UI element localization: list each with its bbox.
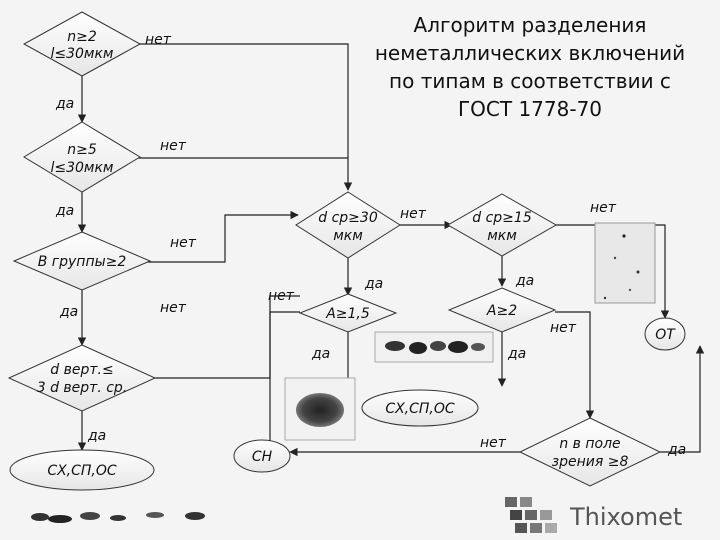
result-cn-label: СН xyxy=(252,449,273,465)
connectors xyxy=(77,43,705,457)
title-line-1: Алгоритм разделения xyxy=(414,13,647,37)
result-left-label: СХ,СП,ОС xyxy=(47,463,117,479)
slide-title: Алгоритм разделения неметаллических вклю… xyxy=(375,13,685,121)
edge-label-d3-no: нет xyxy=(170,235,197,251)
d9-line2: зрения ≥8 xyxy=(552,454,629,470)
edge-label-d7-no: нет xyxy=(268,288,295,304)
decision-a15 xyxy=(298,293,398,333)
thixomet-logo: Thixomet xyxy=(505,497,682,533)
edge-label-d1-yes: да xyxy=(55,96,74,112)
edge-label-d1-no: нет xyxy=(145,32,172,48)
decision-d-vert xyxy=(7,344,157,412)
edge-d9-yes xyxy=(660,345,705,453)
edge-label-d6-yes: да xyxy=(515,273,534,289)
d1-line2: l≤30мкм xyxy=(50,46,113,62)
result-ot xyxy=(644,317,686,351)
edge-label-d8-no: нет xyxy=(550,320,577,336)
edge-label-d6-no: нет xyxy=(590,200,617,216)
result-cn xyxy=(233,439,291,473)
edge-label-d4-yes: да xyxy=(87,428,106,444)
d8-line1: A≥2 xyxy=(486,303,517,319)
title-line-2: неметаллических включений xyxy=(375,41,685,65)
d5-line2: мкм xyxy=(333,228,363,244)
d4-line1: d верт.≤ xyxy=(50,362,113,378)
micrograph-images xyxy=(18,222,656,534)
decision-n-field xyxy=(518,417,662,487)
d2-line1: n≥5 xyxy=(67,142,97,158)
decision-nodes xyxy=(7,11,662,487)
edge-label-d7-yes: да xyxy=(311,346,330,362)
edge-label-d9-no: нет xyxy=(480,435,507,451)
decision-n2 xyxy=(22,11,142,77)
edge-label-d2-yes: да xyxy=(55,203,74,219)
decision-d15 xyxy=(446,193,558,257)
title-line-4: ГОСТ 1778-70 xyxy=(458,97,602,121)
result-nodes xyxy=(9,317,686,491)
brand-name: Thixomet xyxy=(569,503,682,531)
edge-label-d3-no2: нет xyxy=(160,300,187,316)
edge-label-d5-yes: да xyxy=(364,276,383,292)
edge-label-d2-no: нет xyxy=(160,138,187,154)
decision-a2 xyxy=(447,287,557,333)
result-ot-label: ОТ xyxy=(655,327,676,343)
d5-line1: d ср≥30 xyxy=(318,210,378,226)
d2-line2: l≤30мкм xyxy=(50,160,113,176)
edge-label-d3-yes: да xyxy=(59,304,78,320)
d6-line1: d ср≥15 xyxy=(472,210,532,226)
edge-label-d9-yes: да xyxy=(667,442,686,458)
edge-d3-no xyxy=(148,210,299,263)
d1-line1: n≥2 xyxy=(67,29,97,45)
edge-d1-no xyxy=(130,43,353,191)
d7-line1: A≥1,5 xyxy=(325,306,370,322)
result-mid-label: СХ,СП,ОС xyxy=(385,401,455,417)
node-labels: n≥2 l≤30мкм n≥5 l≤30мкм B группы≥2 d вер… xyxy=(37,29,677,479)
d4-line2: 3 d верт. ср. xyxy=(37,380,128,396)
decision-d30 xyxy=(295,191,401,259)
edge-labels: нет да нет да нет да нет да нет да нет д… xyxy=(55,32,686,458)
edge-d7-no xyxy=(265,311,300,451)
edge-d8-no xyxy=(555,311,595,419)
title-line-3: по типам в соответствии с xyxy=(389,69,671,93)
decision-n5 xyxy=(23,121,141,193)
result-left xyxy=(9,449,155,491)
edge-label-d5-no: нет xyxy=(400,206,427,222)
decision-b-group xyxy=(12,231,152,291)
d6-line2: мкм xyxy=(487,228,517,244)
d9-line1: n в поле xyxy=(559,436,620,452)
edge-d6-no xyxy=(555,224,670,319)
result-mid xyxy=(361,389,479,427)
edge-label-d8-yes: да xyxy=(507,346,526,362)
d3-line1: B группы≥2 xyxy=(38,254,127,270)
